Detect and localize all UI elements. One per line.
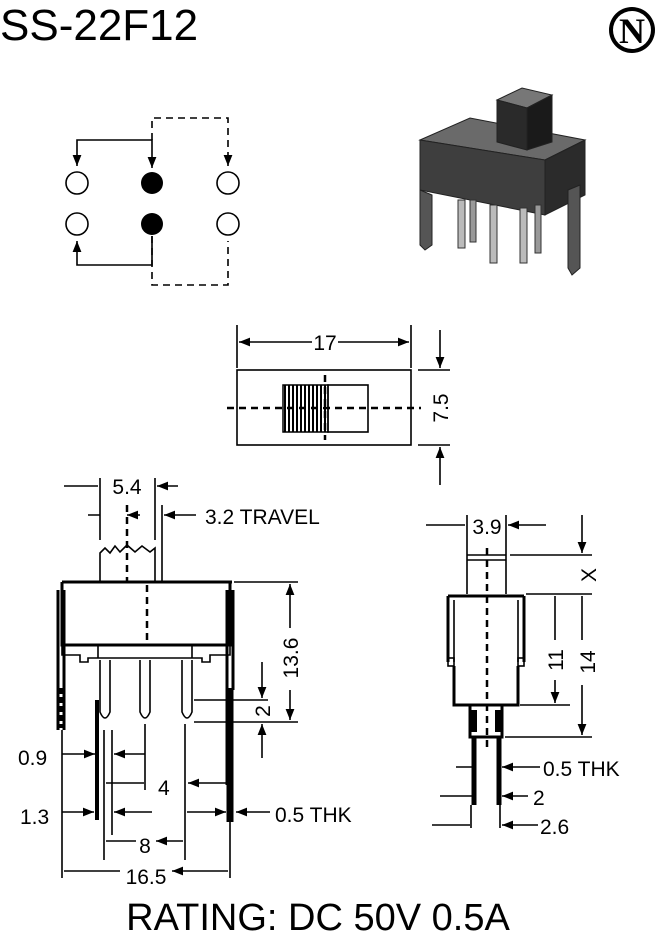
- circuit-schematic: [65, 117, 240, 286]
- end-body-height-label: 11: [545, 649, 568, 671]
- pin-length-label: 2: [252, 705, 275, 717]
- terminal-open: [65, 171, 89, 195]
- brand-logo: N: [609, 7, 655, 53]
- end-view: 3.9 X 11 14 0.5 THK 2 2.6: [426, 515, 620, 839]
- end-overall-height-label: 14: [577, 650, 600, 674]
- side-thickness-label: 0.5 THK: [275, 804, 352, 827]
- switch-3d-render: [418, 87, 587, 276]
- pin-pitch-label: 4: [158, 777, 170, 800]
- leg-offset-label: 2.6: [540, 816, 569, 839]
- pin-offset-label: 2: [533, 787, 545, 810]
- terminal-common: [141, 213, 163, 235]
- rating-text: RATING: DC 50V 0.5A: [126, 897, 510, 935]
- actuator-height-label: X: [578, 568, 601, 582]
- logo-letter: N: [619, 11, 645, 51]
- top-view: 17 7.5: [227, 325, 453, 485]
- top-width-label: 17: [313, 332, 336, 355]
- overall-width-label: 16.5: [126, 866, 167, 889]
- side-view: 5.4 3.2 TRAVEL 13.6 2 0.9 4 1.3: [18, 476, 352, 889]
- end-actuator-width-label: 3.9: [472, 516, 501, 539]
- part-number-title: SS-22F12: [0, 1, 198, 50]
- top-height-label: 7.5: [430, 393, 453, 422]
- actuator-width-label: 5.4: [112, 476, 142, 499]
- terminal-open: [216, 212, 240, 236]
- body-height-label: 13.6: [280, 638, 303, 679]
- leg-width-label: 1.3: [20, 806, 49, 829]
- terminal-common: [141, 172, 163, 194]
- pin-width-label: 0.9: [18, 747, 47, 770]
- terminal-open: [216, 171, 240, 195]
- terminal-open: [65, 212, 89, 236]
- travel-label: 3.2 TRAVEL: [205, 506, 320, 529]
- pin-span-label: 8: [139, 835, 151, 858]
- end-thickness-label: 0.5 THK: [543, 758, 620, 781]
